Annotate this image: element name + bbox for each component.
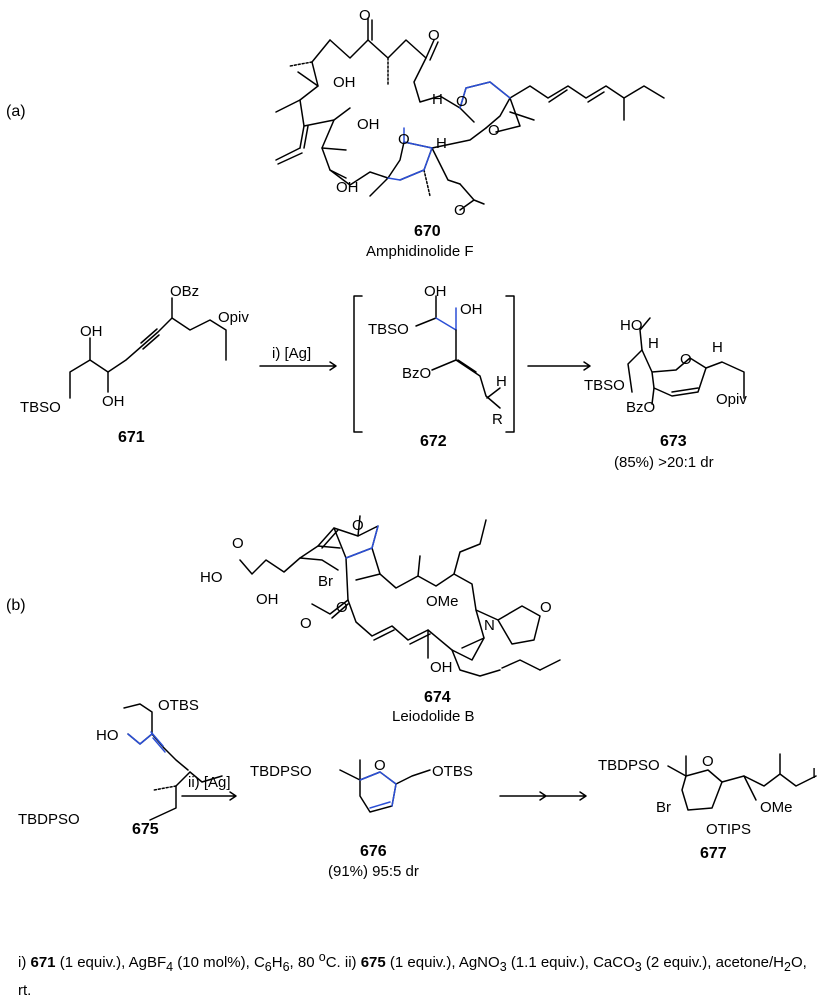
atom-br: Br [656, 799, 671, 816]
atom-h: H [436, 135, 447, 152]
atom-tbdpso: TBDPSO [598, 757, 660, 774]
atom-ome: OMe [760, 799, 793, 816]
atom-o: O [336, 599, 348, 616]
atom-oh: OH [333, 74, 356, 91]
atom-h: H [496, 373, 507, 390]
structure-671 [69, 297, 227, 399]
compound-670-number: 670 [414, 223, 441, 240]
atom-r: R [492, 411, 503, 428]
footnote: i) 671 (1 equiv.), AgBF4 (10 mol%), C6H6… [18, 950, 807, 999]
atom-oh: OH [430, 659, 453, 676]
compound-673-number: 673 [660, 433, 687, 450]
structure-677 [667, 753, 817, 811]
reaction-arrow-1 [259, 361, 337, 371]
compound-676-yield: (91%) 95:5 dr [328, 863, 419, 880]
atom-ho: HO [620, 317, 643, 334]
structure-670 [275, 17, 665, 211]
atom-n: N [484, 617, 495, 634]
atom-tbso: TBSO [20, 399, 61, 416]
atom-br: Br [318, 573, 333, 590]
atom-bzo: BzO [402, 365, 431, 382]
atom-otbs: OTBS [158, 697, 199, 714]
compound-677-number: 677 [700, 845, 727, 862]
atom-o: O [488, 122, 500, 139]
atom-i: I [812, 765, 816, 782]
compound-672-number: 672 [420, 433, 447, 450]
structure-676 [339, 759, 431, 813]
atom-o: O [232, 535, 244, 552]
structure-673 [627, 317, 745, 405]
reaction-arrow-4 [499, 791, 587, 801]
reaction-arrow-2 [527, 361, 591, 371]
atom-tbso: TBSO [584, 377, 625, 394]
atom-o: O [428, 27, 440, 44]
atom-h: H [648, 335, 659, 352]
atom-oh: OH [424, 283, 447, 300]
atom-o: O [540, 599, 552, 616]
part-a-label: (a) [6, 103, 26, 120]
atom-oh: OH [460, 301, 483, 318]
atom-opiv: Opiv [218, 309, 249, 326]
atom-h: H [712, 339, 723, 356]
compound-674-number: 674 [424, 689, 451, 706]
atom-otips: OTIPS [706, 821, 751, 838]
atom-o: O [398, 131, 410, 148]
structure-672 [415, 295, 501, 409]
atom-o: O [454, 202, 466, 219]
atom-ho: HO [96, 727, 119, 744]
atom-oh: OH [256, 591, 279, 608]
atom-oh: OH [357, 116, 380, 133]
compound-671-number: 671 [118, 429, 145, 446]
atom-h: H [432, 91, 443, 108]
atom-opiv: Opiv [716, 391, 747, 408]
compound-670-name: Amphidinolide F [366, 243, 474, 260]
atom-oh: OH [102, 393, 125, 410]
atom-ho: HO [200, 569, 223, 586]
atom-o: O [359, 7, 371, 24]
compound-676-number: 676 [360, 843, 387, 860]
atom-o: O [374, 757, 386, 774]
reaction-arrow-3 [181, 791, 237, 801]
atom-o: O [702, 753, 714, 770]
atom-o: O [300, 615, 312, 632]
atom-tbdpso: TBDPSO [18, 811, 80, 828]
atom-obz: OBz [170, 283, 199, 300]
step-1-conditions: i) [Ag] [272, 345, 312, 362]
structure-675 [123, 703, 223, 821]
step-2-conditions: ii) [Ag] [188, 774, 231, 791]
footnote-compound-671: 671 [30, 954, 56, 971]
atom-ome: OMe [426, 593, 459, 610]
atom-oh: OH [336, 179, 359, 196]
bracket-right [505, 295, 515, 433]
compound-673-yield: (85%) >20:1 dr [614, 454, 714, 471]
atom-o: O [352, 517, 364, 534]
compound-675-number: 675 [132, 821, 159, 838]
compound-674-name: Leiodolide B [392, 708, 475, 725]
footnote-compound-675: 675 [360, 954, 386, 971]
atom-tbso: TBSO [368, 321, 409, 338]
part-b-label: (b) [6, 597, 26, 614]
atom-bzo: BzO [626, 399, 655, 416]
atom-o: O [456, 93, 468, 110]
atom-tbdpso: TBDPSO [250, 763, 312, 780]
atom-oh: OH [80, 323, 103, 340]
bracket-left [353, 295, 363, 433]
atom-o: O [680, 351, 692, 368]
structure-674 [239, 515, 561, 677]
atom-otbs: OTBS [432, 763, 473, 780]
